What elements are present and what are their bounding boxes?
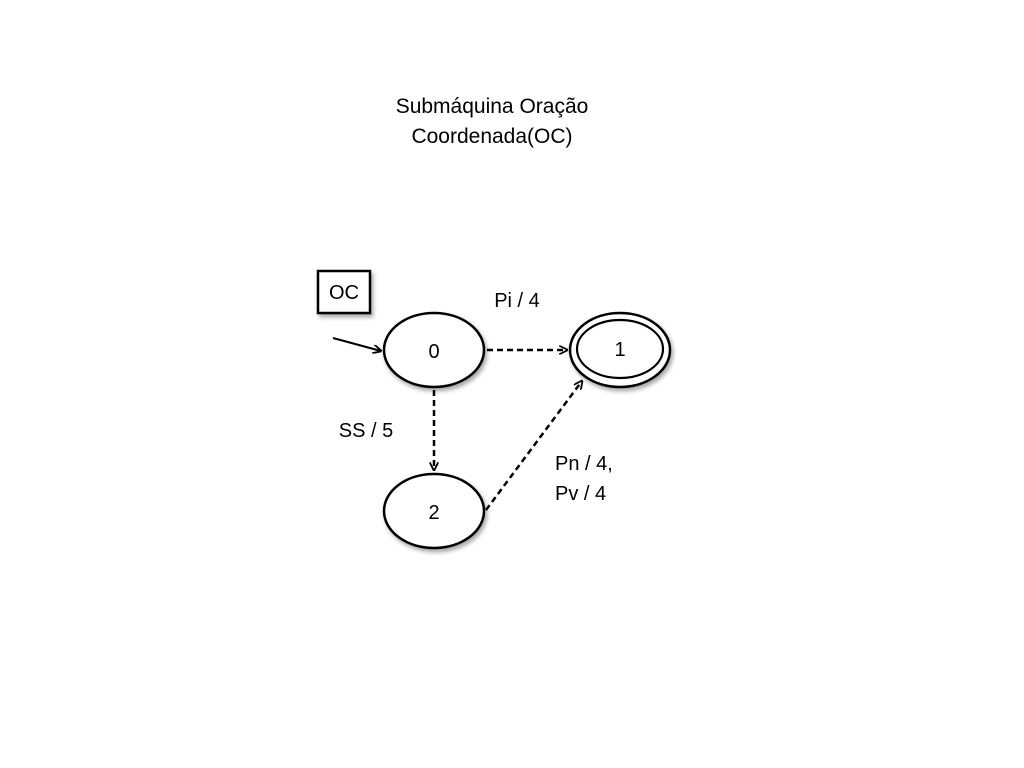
state-2-label: 2 <box>428 502 439 524</box>
state-0: 0 <box>382 311 486 389</box>
title-line-2: Coordenada(OC) <box>411 125 573 148</box>
state-2: 2 <box>382 472 486 550</box>
transition-2-to-1-arrow <box>484 381 582 511</box>
submachine-name-label: OC <box>329 282 359 304</box>
state-1-label: 1 <box>614 339 625 361</box>
state-0-label: 0 <box>428 341 439 363</box>
transition-2-to-1-label-line-2: Pv / 4 <box>555 483 606 505</box>
transition-0-to-2-label: SS / 5 <box>339 420 393 442</box>
title-line-1: Submáquina Oração <box>395 95 589 118</box>
state-1: 1 <box>568 311 672 389</box>
transition-2-to-1-label-line-1: Pn / 4, <box>555 453 613 475</box>
initial-state-arrow <box>332 336 381 351</box>
diagram-title: Submáquina Oração Coordenada(OC) <box>312 92 672 152</box>
submachine-name-box: OC <box>316 269 372 315</box>
transition-0-to-1-label: Pi / 4 <box>494 290 540 312</box>
